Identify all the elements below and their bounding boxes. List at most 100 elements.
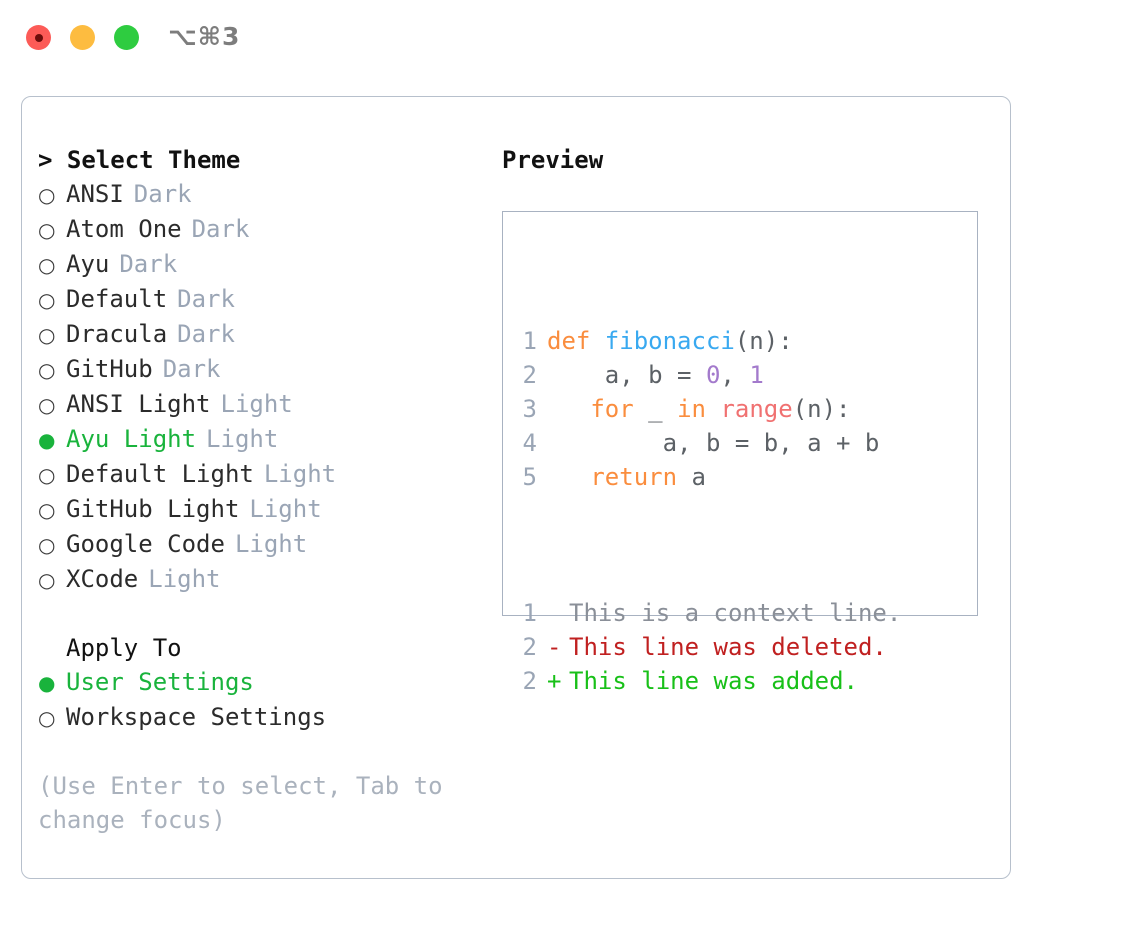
code-token-kw: in [677,395,706,423]
theme-option-label: Google Code [66,530,225,558]
radio-selected-icon: ● [38,671,56,695]
theme-option-kind: Light [263,460,337,488]
section-spacer [38,597,498,631]
code-line: 4 a, b = b, a + b [515,426,901,460]
theme-option-kind: Light [148,565,221,593]
code-line-number: 5 [522,463,537,491]
keyboard-hint-text: (Use Enter to select, Tab to change focu… [38,772,458,834]
diff-marker: + [547,667,562,695]
theme-option-atom-one[interactable]: ○ Atom One Dark [38,212,498,247]
theme-option-label: ANSI Light [66,390,211,418]
theme-option-ayu-light[interactable]: ● Ayu Light Light [38,422,498,457]
diff-line-number: 2 [522,667,537,695]
theme-option-label: ANSI [66,180,124,208]
theme-option-github-light[interactable]: ○ GitHub Light Light [38,492,498,527]
radio-unselected-icon: ○ [38,706,56,730]
radio-unselected-icon: ○ [38,288,56,312]
theme-option-google-code[interactable]: ○ Google Code Light [38,527,498,562]
minimize-button[interactable] [70,25,95,50]
theme-option-label: GitHub Light [66,495,240,523]
zoom-button[interactable] [114,25,139,50]
theme-option-label: Atom One [66,215,182,243]
close-button[interactable] [26,25,51,50]
theme-option-label: Dracula [66,320,168,348]
code-token-punc: (n): [734,327,793,355]
radio-unselected-icon: ○ [38,253,56,277]
code-line-number: 1 [522,327,537,355]
radio-selected-icon: ● [38,428,56,452]
theme-option-kind: Light [249,495,322,523]
theme-option-default-light[interactable]: ○ Default Light Light [38,457,498,492]
window-controls [26,25,139,50]
theme-option-kind: Light [206,425,279,453]
radio-unselected-icon: ○ [38,183,56,207]
code-token-punc: (n): [792,395,851,423]
theme-option-label: Default Light [66,460,254,488]
title-bar: ⌥⌘3 [0,0,1140,78]
diff-marker: - [547,633,562,661]
code-line: 3 for _ in range(n): [515,392,901,426]
code-token-id: , [720,361,750,389]
radio-unselected-icon: ○ [38,533,56,557]
code-token-id [706,395,720,423]
radio-unselected-icon: ○ [38,393,56,417]
code-line-number: 4 [522,429,537,457]
theme-option-label: GitHub [66,355,153,383]
code-token-id: a [677,463,706,491]
theme-option-ansi[interactable]: ○ ANSI Dark [38,177,498,212]
radio-unselected-icon: ○ [38,323,56,347]
theme-option-label: XCode [66,565,139,593]
window-title-shortcut: ⌥⌘3 [168,22,241,51]
code-token-id: _ [633,395,678,423]
theme-option-kind: Dark [133,180,192,208]
code-token-id [547,395,590,423]
preview-title: Preview [502,146,604,174]
theme-option-ayu[interactable]: ○ Ayu Dark [38,247,498,282]
code-line-number: 2 [522,361,537,389]
radio-unselected-icon: ○ [38,218,56,242]
apply-to-option-list: ●User Settings ○ Workspace Settings [38,665,498,735]
code-line-number: 3 [522,395,537,423]
theme-option-kind: Dark [191,215,250,243]
code-token-id [547,463,590,491]
theme-option-kind: Light [234,530,308,558]
diff-line-text: This line was added. [569,667,858,695]
radio-unselected-icon: ○ [38,568,56,592]
diff-line-text: This line was deleted. [569,633,887,661]
select-theme-header: > Select Theme [38,146,241,174]
theme-option-kind: Dark [119,250,178,278]
theme-option-label: Ayu Light [66,425,197,453]
diff-line-add: 2 +This line was added. [515,664,901,698]
diff-line-number: 2 [522,633,537,661]
diff-line-text: This is a context line. [569,599,902,627]
code-token-num: 1 [749,361,764,389]
code-token-kw: def [547,327,605,355]
diff-sample: 1 This is a context line.2-This line was… [515,596,902,698]
code-token-id: a, b = b, a + b [547,429,880,457]
theme-option-label: Ayu [66,250,110,278]
apply-to-option-workspace-settings[interactable]: ○ Workspace Settings [38,700,498,735]
code-token-kw: return [590,463,678,491]
diff-line-number: 1 [522,599,537,627]
code-token-call: range [720,395,793,423]
radio-unselected-icon: ○ [38,463,56,487]
diff-line-del: 2-This line was deleted. [515,630,901,664]
radio-unselected-icon: ○ [38,498,56,522]
apply-to-option-user-settings[interactable]: ●User Settings [38,665,498,700]
apply-to-option-label: Workspace Settings [66,703,327,731]
theme-option-kind: Dark [177,285,235,313]
theme-option-xcode[interactable]: ○ XCode Light [38,562,498,597]
diff-line-ctx: 1 This is a context line. [515,596,902,630]
